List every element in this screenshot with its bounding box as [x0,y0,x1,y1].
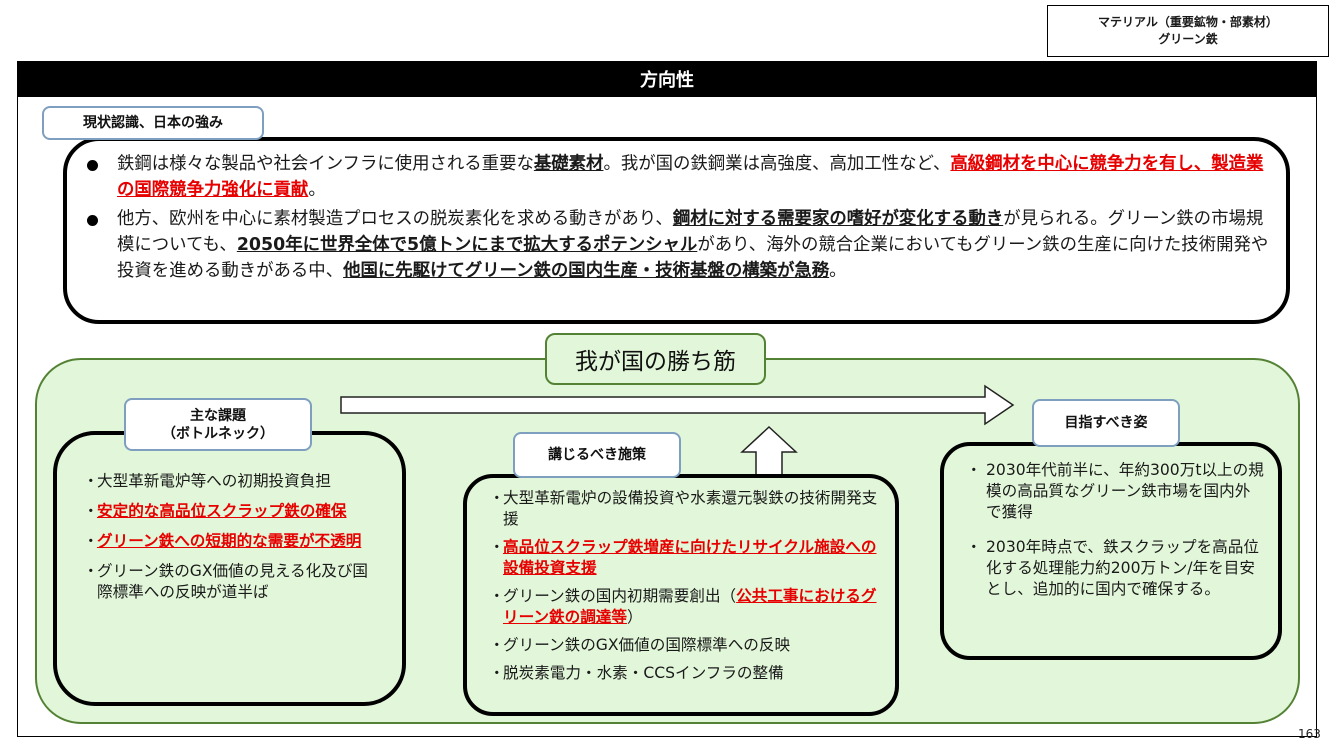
goals-panel: ・ 2030年代前半に、年約300万t以上の規模の高品質なグリーン鉄市場を国内外… [940,442,1282,660]
status-bullet: 鉄鋼は様々な製品や社会インフラに使用される重要な基礎素材。我が国の鉄鋼業は高強度… [85,151,1272,203]
emphasis-text: 鋼材に対する需要家の嗜好が変化する動き [672,209,1004,229]
text-segment: 他方、欧州を中心に素材製造プロセスの脱炭素化を求める動きがあり、 [117,209,673,229]
page-number: 163 [1298,727,1321,741]
text-segment: 。 [308,180,326,200]
status-bullet: 他方、欧州を中心に素材製造プロセスの脱炭素化を求める動きがあり、鋼材に対する需要… [85,206,1272,284]
category-tag-line1: マテリアル（重要鉱物・部素材） [1098,15,1278,29]
text-segment: が見られる。グリーン鉄の市場規模についても、 [117,209,1264,255]
bullet-mark: ・ [83,472,99,490]
list-item: ・グリーン鉄への短期的な需要が不透明 [83,531,382,552]
emphasis-text: 2050年に世界全体で5億トンにまで拡大するポテンシャル [236,235,698,255]
winning-strategy-title: 我が国の勝ち筋 [545,333,766,385]
text-segment: 2030年代前半に、年約300万t以上の規模の高品質なグリーン鉄市場を国内外で獲… [986,461,1264,521]
challenges-label: 主な課題 （ボトルネック） [124,398,312,451]
bullet-mark: ・ [966,538,982,556]
list-item: ・グリーン鉄のGX価値の国際標準への反映 [489,635,881,656]
bullet-dot-icon [87,160,98,171]
status-bullet-list: 鉄鋼は様々な製品や社会インフラに使用される重要な基礎素材。我が国の鉄鋼業は高強度… [85,151,1272,287]
list-item: ・大型革新電炉の設備投資や水素還元製鉄の技術開発支援 [489,488,881,530]
category-tag-line2: グリーン鉄 [1158,32,1218,46]
challenges-list: ・大型革新電炉等への初期投資負担・安定的な高品位スクラップ鉄の確保・グリーン鉄へ… [83,471,382,612]
list-item: ・グリーン鉄の国内初期需要創出（公共工事におけるグリーン鉄の調達等） [489,586,881,628]
challenges-label-line2: （ボトルネック） [162,425,274,442]
challenges-panel: ・大型革新電炉等への初期投資負担・安定的な高品位スクラップ鉄の確保・グリーン鉄へ… [53,431,406,706]
goals-label: 目指すべき姿 [1032,399,1180,447]
bullet-mark: ・ [489,587,505,605]
goals-list: ・ 2030年代前半に、年約300万t以上の規模の高品質なグリーン鉄市場を国内外… [966,460,1264,614]
text-segment: グリーン鉄の国内初期需要創出（ [503,587,737,605]
status-box: 鉄鋼は様々な製品や社会インフラに使用される重要な基礎素材。我が国の鉄鋼業は高強度… [63,137,1290,324]
bullet-mark: ・ [489,538,505,556]
list-item: ・大型革新電炉等への初期投資負担 [83,471,382,492]
emphasis-text: 高級鋼材を中心に競争力を有し、製造業の国際競争力強化に貢献 [117,154,1264,200]
list-item: ・高品位スクラップ鉄増産に向けたリサイクル施設への設備投資支援 [489,537,881,579]
text-segment: 脱炭素電力・水素・CCSインフラの整備 [503,664,784,682]
list-item: ・ 2030年代前半に、年約300万t以上の規模の高品質なグリーン鉄市場を国内外… [966,460,1264,523]
measures-label: 講じるべき施策 [513,432,681,478]
bullet-mark: ・ [83,532,99,550]
bullet-mark: ・ [966,461,982,479]
list-item: ・グリーン鉄のGX価値の見える化及び国際標準への反映が道半ば [83,561,382,603]
text-segment: ） [626,608,643,626]
emphasis-text: 他国に先駆けてグリーン鉄の国内生産・技術基盤の構築が急務 [343,261,830,281]
status-label: 現状認識、日本の強み [42,106,264,140]
text-segment: グリーン鉄のGX価値の国際標準への反映 [503,636,791,654]
measures-panel: ・大型革新電炉の設備投資や水素還元製鉄の技術開発支援・高品位スクラップ鉄増産に向… [463,474,899,716]
category-tag: マテリアル（重要鉱物・部素材） グリーン鉄 [1047,5,1329,57]
emphasis-text: 公共工事におけるグリーン鉄の調達等 [503,587,877,626]
measures-list: ・大型革新電炉の設備投資や水素還元製鉄の技術開発支援・高品位スクラップ鉄増産に向… [489,488,881,691]
text-segment: 大型革新電炉の設備投資や水素還元製鉄の技術開発支援 [503,489,878,528]
emphasis-text: 安定的な高品位スクラップ鉄の確保 [97,502,347,520]
emphasis-text: グリーン鉄への短期的な需要が不透明 [97,532,362,550]
list-item: ・安定的な高品位スクラップ鉄の確保 [83,501,382,522]
text-segment: があり、海外の競合企業においてもグリーン鉄の生産に向けた技術開発や投資を進める動… [117,235,1269,281]
bullet-mark: ・ [489,664,505,682]
text-segment: 鉄鋼は様々な製品や社会インフラに使用される重要な [117,154,534,174]
text-segment: 。我が国の鉄鋼業は高強度、高加工性など、 [603,154,951,174]
emphasis-text: 高品位スクラップ鉄増産に向けたリサイクル施設への設備投資支援 [503,538,877,577]
flow-arrow-right-icon [340,384,1015,426]
page-title: 方向性 [17,61,1317,97]
emphasis-text: 基礎素材 [533,154,604,174]
bullet-mark: ・ [489,636,505,654]
text-segment: グリーン鉄のGX価値の見える化及び国際標準への反映が道半ば [97,562,369,601]
text-segment: 2030年時点で、鉄スクラップを高品位化する処理能力約200万トン/年を目安とし… [986,538,1259,598]
challenges-label-line1: 主な課題 [190,407,246,424]
text-segment: 大型革新電炉等への初期投資負担 [97,472,331,490]
bullet-mark: ・ [489,489,505,507]
text-segment: 。 [829,261,847,281]
bullet-dot-icon [87,215,98,226]
bullet-mark: ・ [83,502,99,520]
list-item: ・ 2030年時点で、鉄スクラップを高品位化する処理能力約200万トン/年を目安… [966,537,1264,600]
list-item: ・脱炭素電力・水素・CCSインフラの整備 [489,663,881,684]
bullet-mark: ・ [83,562,99,580]
